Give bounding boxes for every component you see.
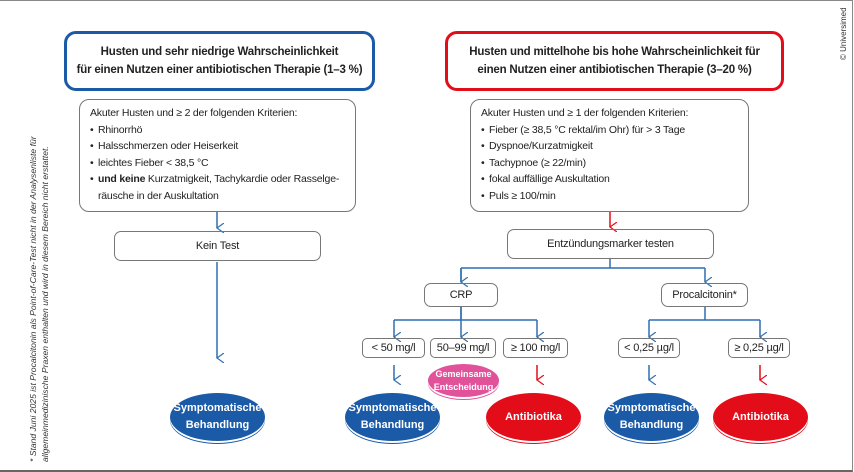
shared-line: Gemeinsame <box>435 368 492 379</box>
outcome-line: Symptomatische <box>607 402 696 414</box>
criterion: fokal auffällige Auskultation <box>481 171 738 188</box>
low-probability-header: Husten und sehr niedrige Wahrscheinlichk… <box>64 31 375 91</box>
crp-box: CRP <box>424 283 498 307</box>
outcome-line: Behandlung <box>185 419 250 431</box>
pct-range-high: ≥ 0,25 µg/l <box>728 338 790 358</box>
crp-range-high: ≥ 100 mg/l <box>503 338 568 358</box>
outcome-line: Behandlung <box>360 419 425 431</box>
shared-line: Entscheidung <box>433 381 494 392</box>
tree-marker-split <box>460 258 705 282</box>
high-probability-header: Husten und mittelhohe bis hohe Wahrschei… <box>445 31 784 91</box>
outcome-line: Symptomatische <box>348 402 437 414</box>
criteria-intro: Akuter Husten und ≥ 1 der folgenden Krit… <box>481 107 689 119</box>
criterion: Tachypnoe (≥ 22/min) <box>481 155 738 172</box>
copyright: © Universimed <box>839 7 848 60</box>
marker-test-box: Entzündungsmarker testen <box>507 229 714 259</box>
criteria-intro: Akuter Husten und ≥ 2 der folgenden Krit… <box>90 107 298 119</box>
high-criteria-box: Akuter Husten und ≥ 1 der folgenden Krit… <box>470 99 749 212</box>
criterion-rest: Kurzatmigkeit, Tachykardie oder Rasselge… <box>98 173 340 202</box>
criterion: Puls ≥ 100/min <box>481 188 738 205</box>
crp-range-low: < 50 mg/l <box>362 338 425 358</box>
footnote-line: * Stand Juni 2025 ist Procalcitonin als … <box>28 136 38 462</box>
outcome-antibiotics-pct: Antibiotika <box>713 393 808 441</box>
kein-test-box: Kein Test <box>114 231 321 261</box>
header-line: für einen Nutzen einer antibiotischen Th… <box>76 64 363 76</box>
crp-range-mid: 50–99 mg/l <box>430 338 496 358</box>
outcome-antibiotics-crp: Antibiotika <box>486 393 581 441</box>
footnote: * Stand Juni 2025 ist Procalcitonin als … <box>27 136 51 462</box>
header-line: Husten und mittelhohe bis hohe Wahrschei… <box>469 46 760 58</box>
procalcitonin-box: Procalcitonin* <box>661 283 748 307</box>
criterion: und keine Kurzatmigkeit, Tachykardie ode… <box>90 171 345 204</box>
criterion: Rhinorrhö <box>90 122 345 139</box>
outcome-line: Symptomatische <box>173 402 262 414</box>
criterion-bold: und keine <box>98 173 146 186</box>
tree-pct-split <box>649 306 760 321</box>
criterion: leichtes Fieber < 38,5 °C <box>90 155 345 172</box>
criterion: Halsschmerzen oder Heiserkeit <box>90 138 345 155</box>
criterion: Dyspnoe/Kurzatmigkeit <box>481 138 738 155</box>
header-line: einen Nutzen einer antibiotischen Therap… <box>477 64 752 76</box>
pct-range-low: < 0,25 µg/l <box>618 338 680 358</box>
footnote-line: allgemeinmedizinische Praxen enthalten u… <box>40 146 50 462</box>
outcome-line: Behandlung <box>619 419 684 431</box>
tree-crp-split <box>394 306 537 321</box>
low-criteria-box: Akuter Husten und ≥ 2 der folgenden Krit… <box>79 99 356 212</box>
criterion: Fieber (≥ 38,5 °C rektal/im Ohr) für > 3… <box>481 122 738 139</box>
header-line: Husten und sehr niedrige Wahrscheinlichk… <box>100 46 339 58</box>
